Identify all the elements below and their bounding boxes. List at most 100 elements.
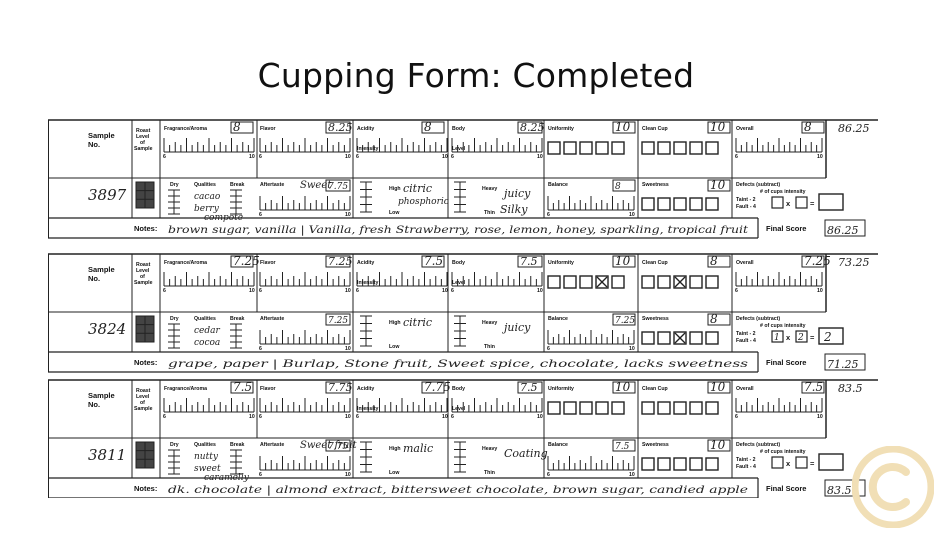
defect-times: x [786, 199, 791, 208]
body-level-scale [454, 181, 466, 213]
aftertaste-note: Sweet [300, 180, 332, 191]
body-note-1: juicy [501, 321, 531, 334]
fragrance-label: Fragrance/Aroma [164, 260, 207, 266]
score-box-value: 8 [710, 254, 718, 268]
score-box-value: 7.75 [328, 442, 348, 452]
acidity-intensity-label: Intensity [357, 146, 378, 152]
scale-max-label: 10 [817, 288, 823, 294]
clean-cup-label: Clean Cup [642, 260, 668, 266]
sample-no-label: Sample [88, 265, 115, 274]
qualities-note-1: cacao [194, 192, 221, 202]
final-score-label: Final Score [766, 224, 806, 233]
roast-swatch-icon [135, 315, 155, 343]
score-box-value: 7.25 [328, 255, 353, 268]
cup-box [641, 331, 655, 345]
body-score: 8.25 [517, 121, 545, 134]
sweetness-cups [641, 331, 719, 345]
taint-label: Taint - 2 [736, 197, 756, 203]
clean-cup-label: Clean Cup [642, 126, 668, 132]
acidity-intensity-scale [360, 441, 372, 473]
fragrance-label: Fragrance/Aroma [164, 386, 207, 392]
balance-label: Balance [548, 182, 568, 188]
balance-score: 8 [612, 179, 636, 192]
fragrance-score: 7.25 [230, 254, 260, 268]
scale-min-label: 6 [451, 154, 454, 160]
score-box-value: 10 [710, 380, 726, 394]
scale-min-label: 6 [356, 154, 359, 160]
circle-c-logo-icon [852, 446, 934, 528]
defects-label: Defects (subtract) [736, 316, 780, 322]
score-box-frame [230, 255, 254, 268]
defect-total-box [818, 327, 844, 345]
dry-label: Dry [170, 316, 179, 322]
sweetness-cups [641, 197, 719, 211]
cup-box [689, 141, 703, 155]
cup-box [673, 141, 687, 155]
score-box-value: 86.25 [827, 224, 859, 237]
break-scale [230, 449, 242, 475]
body-label: Body [452, 126, 465, 132]
uniformity-label: Uniformity [548, 386, 574, 392]
acidity-note-2: phosphoric [398, 197, 449, 207]
score-box-value: 7.75 [424, 380, 451, 394]
qualities-note-1: cedar [194, 326, 220, 336]
notes-label: Notes: [134, 484, 157, 493]
cup-box [673, 275, 687, 289]
acidity-high-label: High [389, 186, 401, 192]
roast-label: Level [136, 394, 150, 400]
scale-min-label: 6 [451, 288, 454, 294]
scale-min-label: 6 [547, 346, 550, 352]
scale-min-label: 6 [163, 154, 166, 160]
defect-cups-box [771, 456, 784, 469]
score-box-value: 10 [615, 254, 631, 268]
acidity-note-1: citric [403, 316, 432, 329]
score-box-frame [707, 179, 731, 192]
overall-score: 7.25 [801, 254, 831, 268]
clean-cup-score: 10 [707, 380, 731, 394]
acidity-intensity-label: Intensity [357, 280, 378, 286]
defects-label: Defects (subtract) [736, 442, 780, 448]
cup-box [563, 275, 577, 289]
sweetness-label: Sweetness [642, 316, 669, 322]
acidity-score: 7.75 [421, 380, 451, 394]
body-level-scale [454, 441, 466, 473]
defects-subheader: # of cups intensity [760, 323, 806, 329]
aftertaste-note: Sweet fruit [300, 440, 358, 451]
sweetness-score: 8 [707, 312, 731, 326]
acidity-label: Acidity [357, 126, 374, 132]
cup-box [657, 401, 671, 415]
cup-box [673, 457, 687, 471]
score-box-value: 7.25 [328, 316, 348, 326]
defect-intensity-value: 2 [797, 333, 804, 343]
scale-min-label: 6 [735, 288, 738, 294]
defect-equals: = [810, 333, 815, 342]
taint-label: Taint - 2 [736, 331, 756, 337]
cup-box [579, 275, 593, 289]
score-box-frame [707, 255, 731, 268]
cup-box [705, 275, 719, 289]
defects-subheader: # of cups intensity [760, 189, 806, 195]
clean-cup-cups [641, 275, 719, 289]
cup-box [705, 141, 719, 155]
flavor-label: Flavor [260, 386, 276, 392]
clean-cup-label: Clean Cup [642, 386, 668, 392]
acidity-high-label: High [389, 320, 401, 326]
score-box-value: 7.5 [233, 380, 252, 394]
roast-label: Roast [136, 128, 151, 134]
score-box-value: 8 [424, 120, 432, 134]
score-box-frame [421, 121, 445, 134]
fault-label: Fault - 4 [736, 204, 756, 210]
acidity-high-label: High [389, 446, 401, 452]
score-box-value: 8 [710, 312, 718, 326]
scale-max-label: 10 [442, 288, 448, 294]
acidity-note-1: malic [403, 442, 433, 455]
scale-max-label: 10 [629, 346, 635, 352]
score-box-value: 7.5 [615, 442, 630, 452]
cup-box [657, 197, 671, 211]
